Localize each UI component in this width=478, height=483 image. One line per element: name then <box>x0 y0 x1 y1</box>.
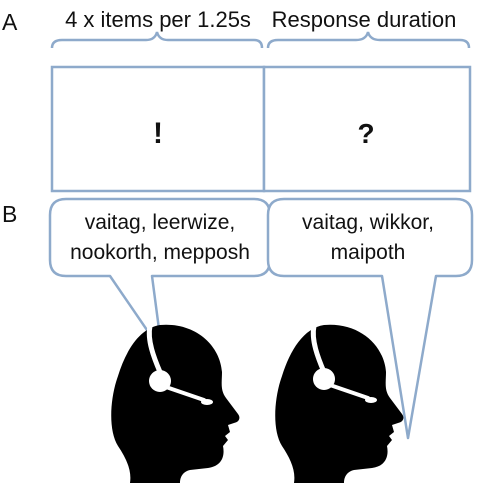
left-header: 4 x items per 1.25s <box>65 7 251 32</box>
panel-a-label: A <box>2 9 18 35</box>
right-bubble-line-2: maipoth <box>331 241 406 264</box>
panel-b-label: B <box>2 201 17 227</box>
right-header: Response duration <box>272 7 457 32</box>
left-bubble-line-2: nookorth, mepposh <box>70 241 250 264</box>
stimulus-box <box>50 65 266 193</box>
exclamation-mark: ! <box>153 117 163 150</box>
response-box <box>262 65 472 193</box>
right-head-icon <box>275 323 404 483</box>
right-brace <box>266 31 471 49</box>
right-bubble-line-1: vaitag, wikkor, <box>302 211 434 234</box>
question-mark: ? <box>357 118 374 149</box>
left-brace <box>50 31 264 49</box>
left-bubble-line-1: vaitag, leerwize, <box>85 211 236 234</box>
right-speech-bubble <box>266 197 474 440</box>
left-head-icon <box>111 323 240 483</box>
